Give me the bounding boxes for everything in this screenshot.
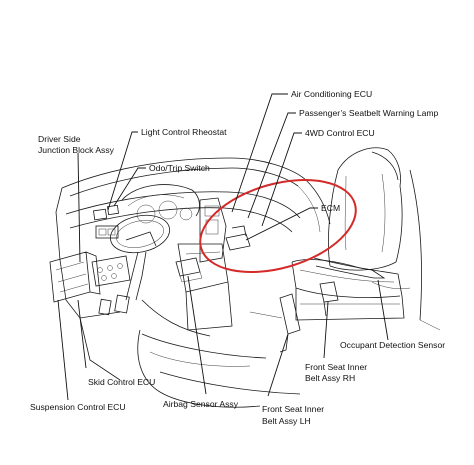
label-front-seat-inner-lh-line2: Belt Assy LH: [262, 416, 311, 426]
label-suspension-control-ecu: Suspension Control ECU: [30, 402, 126, 412]
label-passenger-seatbelt-warning-lamp: Passenger’s Seatbelt Warning Lamp: [299, 108, 439, 118]
label-light-control-rheostat: Light Control Rheostat: [141, 127, 227, 137]
label-occupant-detection-sensor: Occupant Detection Sensor: [340, 340, 445, 350]
label-front-seat-inner-rh-line1: Front Seat Inner: [305, 362, 367, 372]
callout-labels: Air Conditioning ECU Passenger’s Seatbel…: [30, 89, 445, 426]
leader-lines: [57, 93, 389, 401]
label-skid-control-ecu: Skid Control ECU: [88, 377, 155, 387]
label-airbag-sensor-assy: Airbag Sensor Assy: [163, 399, 239, 409]
label-driver-side-jb-line1: Driver Side: [38, 134, 81, 144]
ecm-highlight-ellipse: [199, 178, 357, 274]
vehicle-interior-drawing: [49, 147, 441, 408]
label-air-conditioning-ecu: Air Conditioning ECU: [291, 89, 372, 99]
label-odo-trip-switch: Odo/Trip Switch: [149, 163, 210, 173]
label-front-seat-inner-lh-line1: Front Seat Inner: [262, 404, 324, 414]
label-ecm: ECM: [321, 203, 340, 213]
label-driver-side-jb-line2: Junction Block Assy: [38, 145, 115, 155]
label-front-seat-inner-rh-line2: Belt Assy RH: [305, 373, 355, 383]
label-4wd-control-ecu: 4WD Control ECU: [305, 128, 375, 138]
